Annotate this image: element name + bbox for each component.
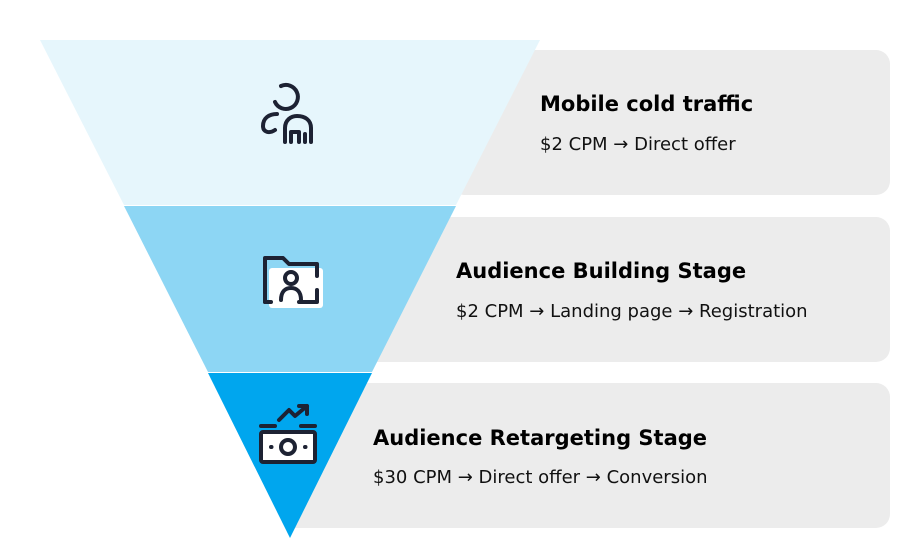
stage-title-3: Audience Retargeting Stage [373, 426, 708, 450]
funnel-segment-top [40, 40, 540, 205]
stage-card-3 [280, 383, 890, 528]
stage-description-3: $30 CPM → Direct offer → Conversion [373, 467, 708, 488]
stage-card-2 [360, 217, 890, 362]
stage-title-1: Mobile cold traffic [540, 92, 754, 116]
stage-card-1 [450, 50, 890, 195]
money-growth-icon [259, 404, 317, 464]
stage-description-1: $2 CPM → Direct offer [540, 134, 736, 155]
stage-description-2: $2 CPM → Landing page → Registration [456, 301, 808, 322]
stage-title-2: Audience Building Stage [456, 259, 747, 283]
user-folder-icon [263, 256, 323, 308]
person-icon [261, 82, 313, 144]
